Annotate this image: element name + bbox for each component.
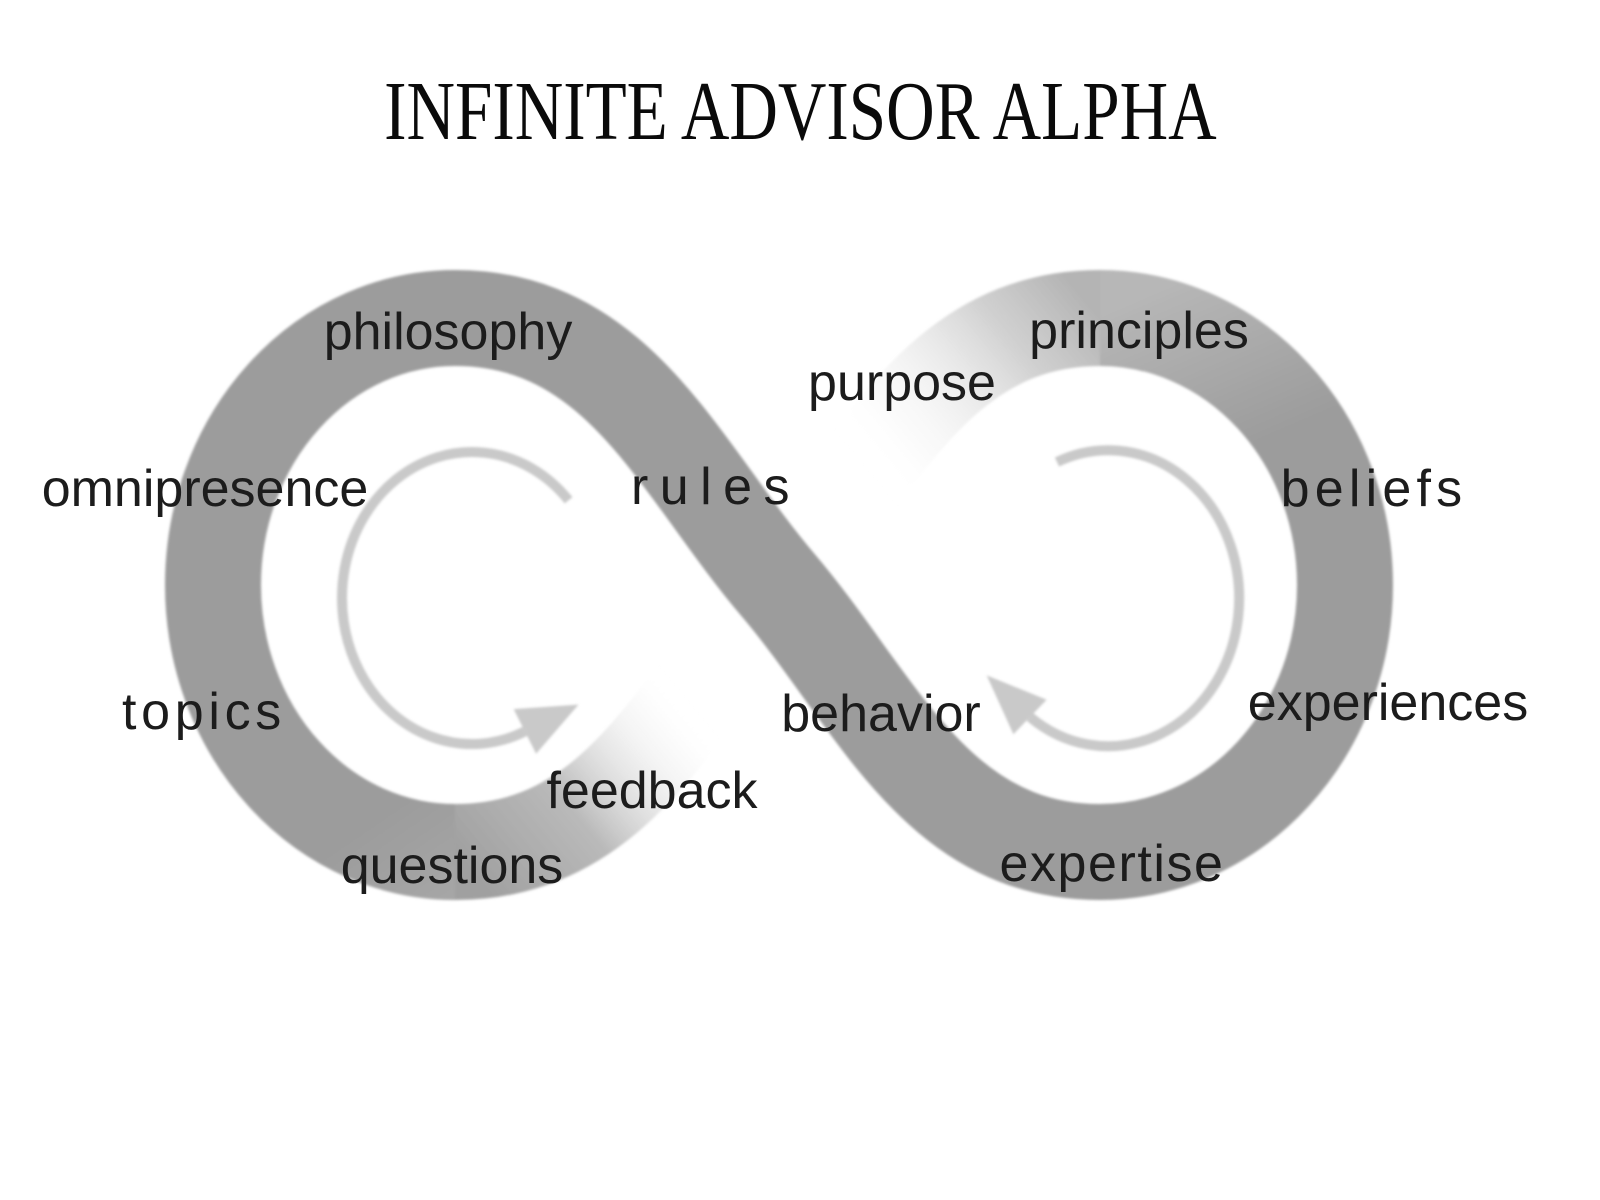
page-title: INFINITE ADVISOR ALPHA bbox=[0, 70, 1600, 154]
label-rules: rules bbox=[631, 458, 801, 516]
right-cycle-arrow-icon bbox=[986, 445, 1245, 752]
label-purpose: purpose bbox=[808, 354, 996, 412]
label-beliefs: beliefs bbox=[1280, 460, 1468, 518]
label-behavior: behavior bbox=[781, 685, 981, 743]
left-cycle-arrow-icon bbox=[337, 447, 579, 754]
label-topics: topics bbox=[122, 683, 286, 741]
label-experiences: experiences bbox=[1247, 674, 1529, 732]
left-loop-ring bbox=[165, 270, 456, 900]
label-philosophy: philosophy bbox=[323, 303, 573, 361]
over-strand bbox=[453, 270, 1102, 900]
label-omnipresence: omnipresence bbox=[41, 460, 369, 518]
right-loop-ring bbox=[1099, 270, 1393, 900]
label-expertise: expertise bbox=[999, 835, 1225, 893]
page-title-text: INFINITE ADVISOR ALPHA bbox=[383, 65, 1217, 158]
label-questions: questions bbox=[340, 837, 564, 895]
label-principles: principles bbox=[1029, 302, 1249, 360]
label-feedback: feedback bbox=[546, 762, 758, 820]
